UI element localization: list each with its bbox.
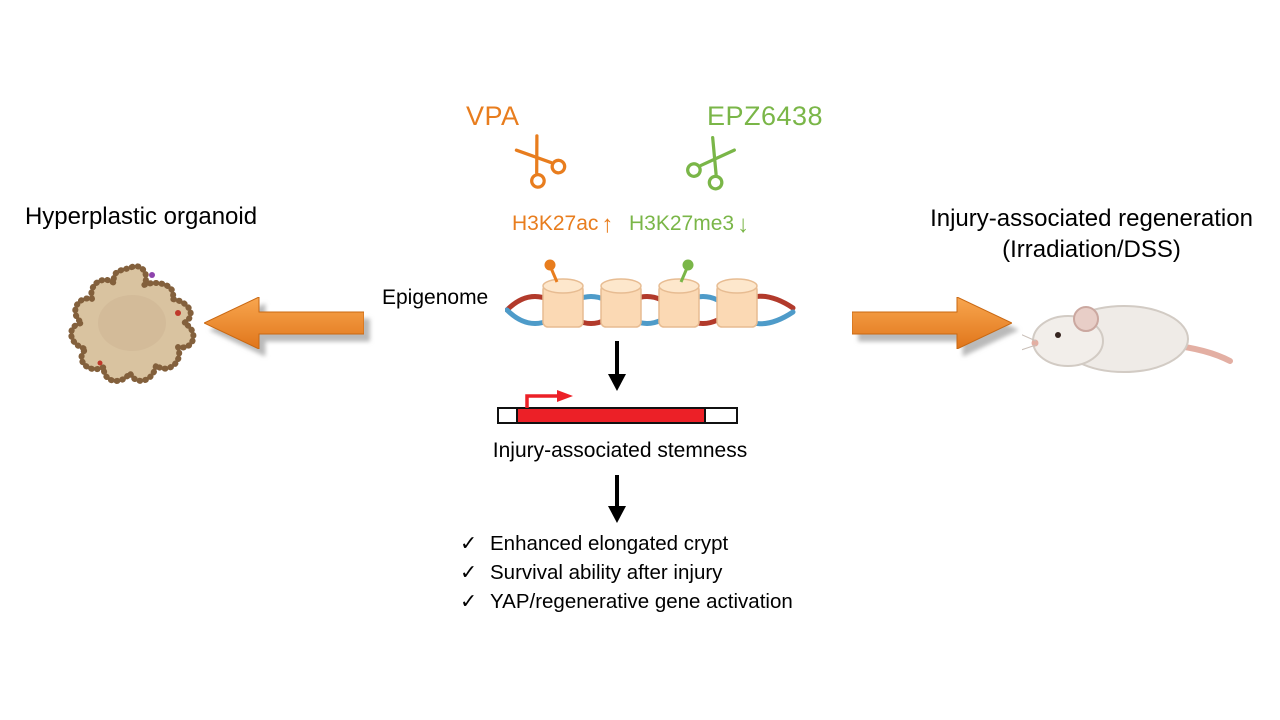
h3k27ac-label-row: H3K27ac↑ (512, 211, 613, 239)
injury-regeneration-title: Injury-associated regeneration (Irradiat… (903, 203, 1280, 265)
injury-regeneration-title-line1: Injury-associated regeneration (930, 205, 1253, 232)
down-arrow-icon (606, 341, 628, 396)
organoid-icon (60, 253, 210, 398)
vpa-scissors-icon (505, 127, 578, 201)
epigenome-label: Epigenome (382, 286, 489, 309)
epz6438-scissors-icon (676, 129, 747, 202)
vpa-label: VPA (466, 101, 520, 131)
h3k27ac-up-arrow-icon: ↑ (601, 211, 614, 238)
h3k27ac-mark-icon (544, 259, 559, 283)
h3k27me3-mark-icon (679, 259, 694, 283)
h3k27me3-down-arrow-icon: ↓ (737, 211, 750, 238)
check-icon: ✓ (460, 561, 478, 584)
check-icon: ✓ (460, 532, 478, 555)
injury-stemness-label: Injury-associated stemness (492, 439, 748, 462)
outcome-text: YAP/regenerative gene activation (490, 590, 793, 613)
outcome-text: Survival ability after injury (490, 561, 723, 584)
check-icon: ✓ (460, 590, 478, 613)
hyperplastic-organoid-title: Hyperplastic organoid (24, 203, 258, 230)
down-arrow-icon (606, 475, 628, 528)
list-item: ✓ Survival ability after injury (460, 558, 793, 587)
list-item: ✓ YAP/regenerative gene activation (460, 587, 793, 616)
list-item: ✓ Enhanced elongated crypt (460, 529, 793, 558)
h3k27me3-label-row: H3K27me3↓ (629, 211, 749, 239)
outcome-list: ✓ Enhanced elongated crypt ✓ Survival abil… (460, 529, 793, 616)
gene-promoter-icon (497, 388, 739, 431)
nucleosome-dna-icon (504, 258, 800, 347)
mouse-icon (1017, 283, 1234, 388)
epz6438-label: EPZ6438 (707, 101, 824, 131)
h3k27me3-label: H3K27me3 (629, 212, 735, 235)
left-block-arrow-icon (202, 296, 365, 354)
h3k27ac-label: H3K27ac (512, 212, 599, 235)
outcome-text: Enhanced elongated crypt (490, 532, 729, 555)
injury-regeneration-title-line2: (Irradiation/DSS) (1002, 236, 1181, 263)
right-block-arrow-icon (851, 296, 1014, 354)
